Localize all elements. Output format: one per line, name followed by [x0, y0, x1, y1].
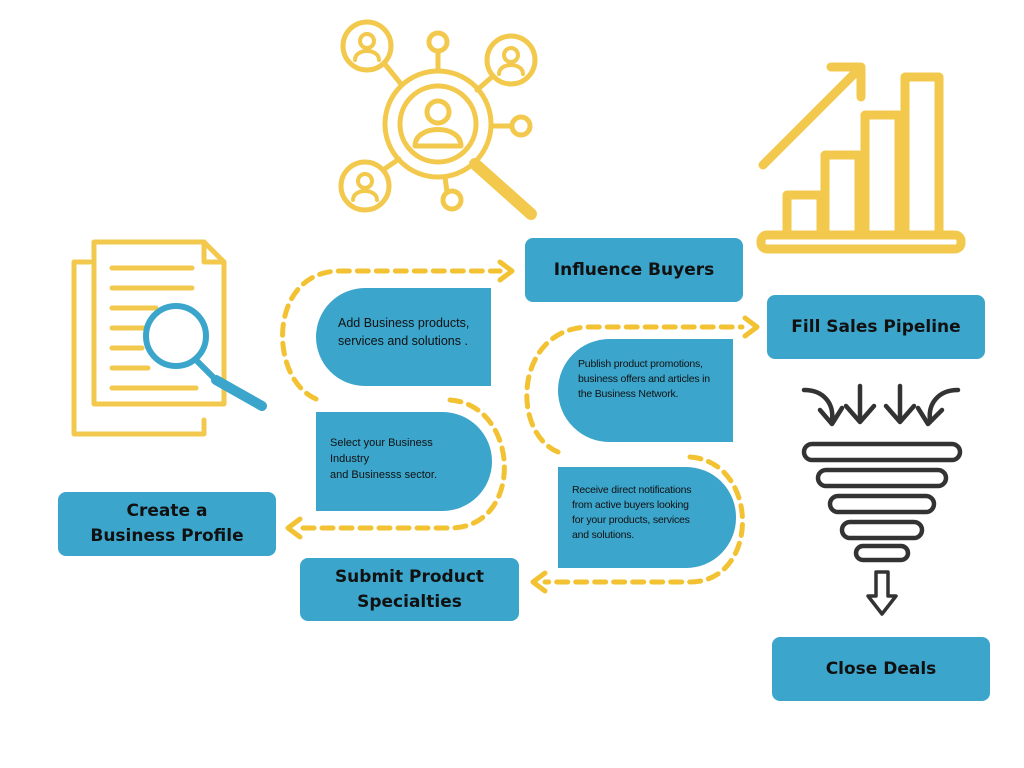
step-create-profile: Create a Business Profile — [58, 492, 276, 556]
step-label: Fill Sales Pipeline — [791, 316, 961, 337]
description-text: Receive direct notifications from active… — [572, 484, 692, 541]
description-text: Add Business products, services and solu… — [338, 316, 470, 348]
description-receive-notifications: Receive direct notifications from active… — [558, 467, 736, 568]
description-text: Select your Business Industry and Busine… — [330, 437, 438, 481]
arrowhead-create-profile — [285, 516, 303, 540]
description-text: Publish product promotions, business off… — [578, 358, 710, 400]
step-label: Create a Business Profile — [90, 501, 244, 546]
connector-to-fill-pipeline — [524, 324, 745, 455]
step-label: Influence Buyers — [553, 259, 715, 280]
people-network-icon — [338, 19, 538, 220]
step-close-deals: Close Deals — [772, 637, 990, 701]
step-influence-buyers: Influence Buyers — [525, 238, 743, 302]
step-submit-specialties: Submit Product Specialties — [300, 558, 519, 621]
arrowhead-submit — [530, 570, 548, 594]
arrowhead-fill-pipeline — [742, 315, 760, 339]
arrowhead-influence — [497, 259, 515, 283]
sales-funnel-icon — [801, 383, 963, 616]
document-search-icon — [71, 239, 267, 437]
description-select-industry: Select your Business Industry and Busine… — [316, 412, 492, 511]
connector-to-influence — [280, 268, 503, 402]
description-add-products: Add Business products, services and solu… — [316, 288, 491, 386]
step-label: Close Deals — [825, 658, 937, 679]
connector-to-submit — [542, 454, 745, 585]
growth-chart-icon — [756, 62, 966, 254]
connector-to-create-profile — [297, 397, 507, 531]
step-fill-pipeline: Fill Sales Pipeline — [767, 295, 985, 359]
description-publish-promotions: Publish product promotions, business off… — [558, 339, 733, 442]
step-label: Submit Product Specialties — [334, 566, 485, 612]
